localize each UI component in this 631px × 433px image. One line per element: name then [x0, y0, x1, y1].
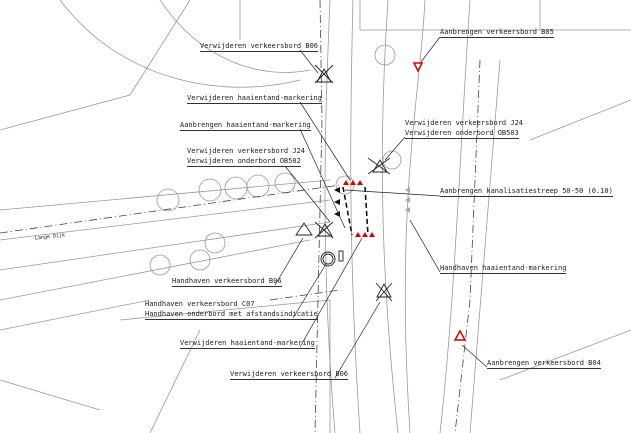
label-remove-ob503: Verwijderen onderbord OB503: [405, 129, 519, 139]
label-add-channel-stripe: Aanbrengen kanalisatiestreep 50-50 (0.10…: [440, 187, 613, 197]
cable-lines: [0, 0, 481, 433]
leader-lines: [274, 36, 488, 379]
label-keep-shark-teeth: Handhaven haaientand-markering: [440, 264, 567, 274]
keep-shark-teeth: [405, 187, 410, 213]
label-keep-b06: Handhaven verkeersbord B06: [172, 277, 282, 287]
label-remove-shark-teeth-bottom: Verwijderen haaientand-markering: [180, 339, 315, 349]
label-add-b04: Aanbrengen verkeersbord B04: [487, 359, 601, 369]
signs: [295, 64, 393, 302]
new-shark-teeth: [343, 180, 375, 237]
label-remove-shark-teeth-top: Verwijderen haaientand-markering: [187, 94, 322, 104]
label-remove-j24-left-1: Verwijderen verkeersbord J24: [187, 147, 306, 155]
label-keep-distance-plate: Handhaven onderbord met afstandsindicati…: [145, 310, 318, 320]
label-add-shark-teeth: Aanbrengen haaientand-markering: [180, 121, 311, 131]
channel-stripe: [342, 186, 369, 236]
existing-shark-teeth: [334, 187, 340, 217]
label-remove-b06-bottom: Verwijderen verkeersbord B06: [230, 370, 349, 380]
label-keep-c07: Handhaven verkeersbord C07: [145, 300, 255, 308]
label-add-b05: Aanbrengen verkeersbord B05: [440, 28, 554, 38]
label-remove-b06-top: Verwijderen verkeersbord B06: [200, 42, 319, 52]
new-signs: [412, 62, 467, 341]
label-remove-j24-right-1: Verwijderen verkeersbord J24: [405, 119, 524, 127]
label-remove-ob502: Verwijderen onderbord OB502: [187, 157, 301, 167]
